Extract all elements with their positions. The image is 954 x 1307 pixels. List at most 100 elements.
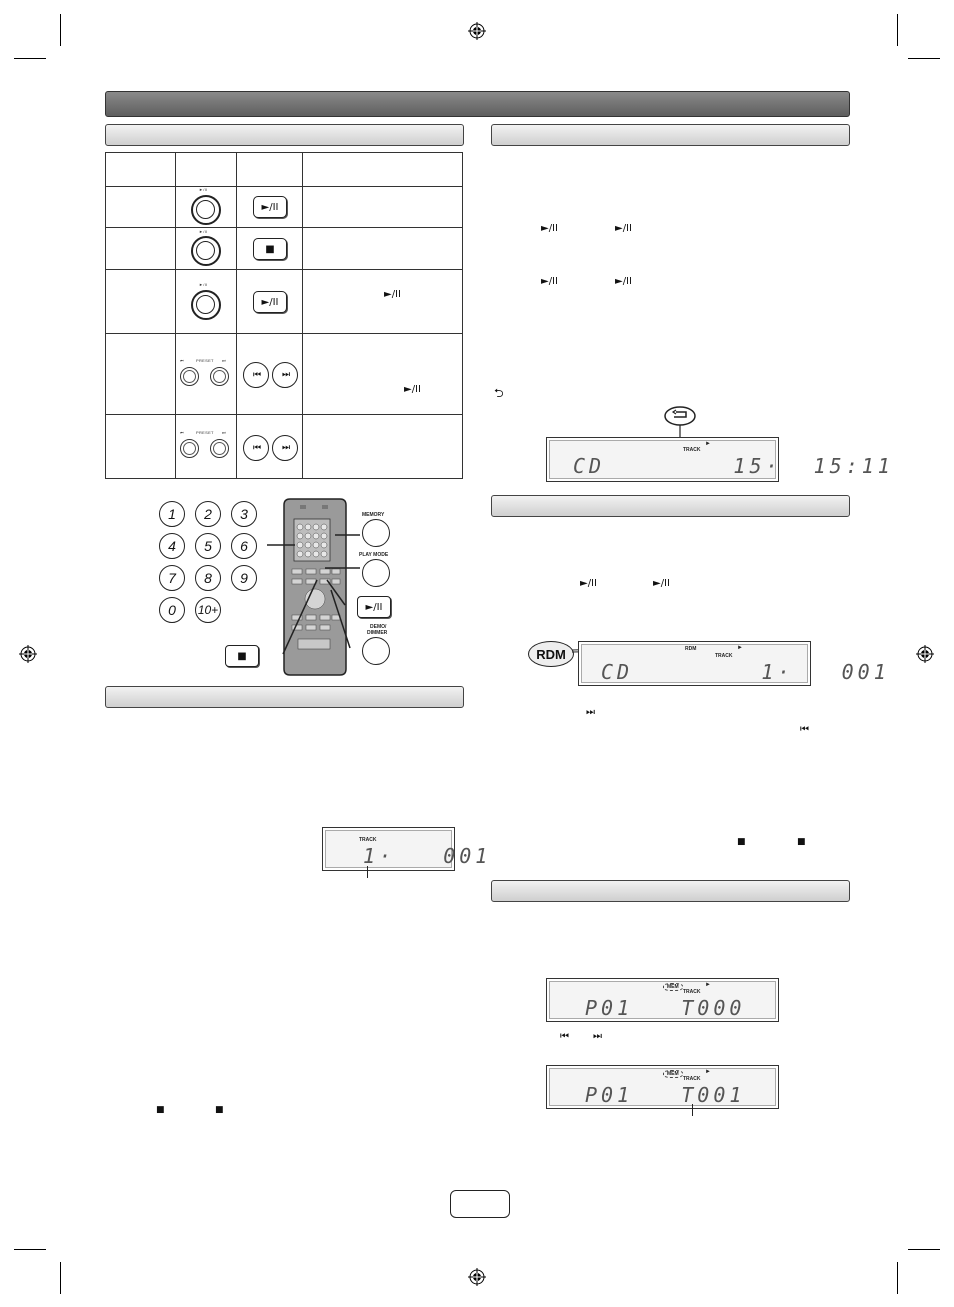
crop-mark bbox=[14, 1249, 46, 1250]
registration-mark-icon bbox=[468, 1268, 486, 1286]
registration-mark-icon bbox=[916, 645, 934, 663]
crop-mark bbox=[908, 58, 940, 59]
mem-indicator: MEM bbox=[663, 1070, 683, 1078]
lcd-text: P01 T000 bbox=[585, 996, 746, 1020]
callout-lines bbox=[267, 534, 360, 655]
stop-symbol: ■ bbox=[156, 1105, 165, 1115]
unit-play-pause-button[interactable] bbox=[191, 195, 221, 225]
number-key-6[interactable]: 6 bbox=[231, 533, 257, 559]
number-key-2[interactable]: 2 bbox=[195, 501, 221, 527]
page-header-bar bbox=[105, 91, 850, 117]
unit-preset-up-button[interactable] bbox=[210, 439, 229, 458]
unit-play-pause-label: ►/II bbox=[199, 282, 208, 287]
crop-mark bbox=[908, 1249, 940, 1250]
unit-preset-up-button[interactable] bbox=[210, 367, 229, 386]
play-pause-symbol: ►/II bbox=[384, 289, 401, 300]
next-symbol: ⏭ bbox=[593, 1031, 602, 1042]
lcd-text: P01 T001 bbox=[585, 1083, 746, 1107]
section-header-bar bbox=[105, 686, 464, 708]
unit-play-pause-button[interactable] bbox=[191, 236, 221, 266]
remote-play-pause-button[interactable]: ►/II bbox=[253, 196, 287, 218]
section-header-bar bbox=[491, 495, 850, 517]
section-header-bar bbox=[105, 124, 464, 146]
play-pause-symbol: ►/II bbox=[615, 223, 632, 234]
track-lcd-display: TRACK 1· 001 bbox=[322, 827, 487, 871]
repeat-callout-icon bbox=[664, 406, 696, 441]
number-key-8[interactable]: 8 bbox=[195, 565, 221, 591]
track-indicator: TRACK bbox=[715, 653, 733, 659]
unit-play-pause-label: ►/II bbox=[199, 229, 208, 234]
remote-play-pause-button[interactable]: ►/II bbox=[253, 291, 287, 313]
remote-prev-button[interactable]: ⏮ bbox=[243, 435, 269, 461]
number-key-10-plus[interactable]: 10+ bbox=[195, 597, 221, 623]
number-key-1[interactable]: 1 bbox=[159, 501, 185, 527]
memory-button[interactable] bbox=[362, 519, 390, 547]
mem-indicator: MEM bbox=[663, 983, 683, 991]
memory-lcd-display-2: MEM TRACK ► P01 T001 bbox=[546, 1065, 779, 1109]
remote-stop-button[interactable]: ■ bbox=[253, 238, 287, 260]
crop-mark bbox=[14, 58, 46, 59]
number-key-0[interactable]: 0 bbox=[159, 597, 185, 623]
registration-mark-icon bbox=[19, 645, 37, 663]
demo-dimmer-label-2: DIMMER bbox=[367, 630, 388, 636]
rdm-indicator: RDM bbox=[685, 646, 697, 652]
demo-dimmer-label-1: DEMO/ bbox=[370, 624, 387, 630]
unit-preset-down-button[interactable] bbox=[180, 439, 199, 458]
pointer-line bbox=[367, 866, 368, 878]
remote-next-button[interactable]: ⏭ bbox=[272, 362, 298, 388]
crop-mark bbox=[897, 1262, 898, 1294]
remote-control-illustration bbox=[283, 498, 347, 676]
stop-symbol: ■ bbox=[215, 1105, 224, 1115]
track-indicator: TRACK bbox=[683, 989, 701, 995]
play-pause-symbol: ►/II bbox=[653, 578, 670, 589]
play-mode-button[interactable] bbox=[362, 559, 390, 587]
preset-next-symbol: ⏭ bbox=[222, 430, 226, 435]
unit-preset-down-button[interactable] bbox=[180, 367, 199, 386]
play-pause-symbol: ►/II bbox=[580, 578, 597, 589]
play-indicator-icon: ► bbox=[737, 645, 743, 651]
rdm-badge: RDM bbox=[528, 641, 574, 667]
play-pause-symbol: ►/II bbox=[404, 384, 421, 395]
section-header-bar bbox=[491, 124, 850, 146]
section-header-bar bbox=[491, 880, 850, 902]
prev-symbol: ⏮ bbox=[560, 1031, 569, 1042]
preset-label: PRESET bbox=[196, 430, 214, 435]
unit-play-pause-button[interactable] bbox=[191, 290, 221, 320]
lcd-text: CD 1· 001 bbox=[601, 660, 890, 684]
play-mode-label: PLAY MODE bbox=[359, 552, 389, 558]
play-pause-symbol: ►/II bbox=[541, 276, 558, 287]
track-indicator: TRACK bbox=[683, 447, 701, 453]
track-indicator: TRACK bbox=[683, 1076, 701, 1082]
demo-dimmer-button[interactable] bbox=[362, 637, 390, 665]
play-indicator-icon: ► bbox=[705, 982, 711, 988]
operations-table bbox=[105, 152, 463, 479]
prev-symbol: ⏮ bbox=[800, 724, 809, 735]
stop-symbol: ■ bbox=[737, 837, 746, 847]
preset-label: PRESET bbox=[196, 358, 214, 363]
pointer-line bbox=[692, 1104, 693, 1116]
number-key-4[interactable]: 4 bbox=[159, 533, 185, 559]
track-indicator: TRACK bbox=[359, 837, 377, 843]
repeat-icon: ⮌ bbox=[494, 386, 504, 400]
remote-play-pause-callout-button[interactable]: ►/II bbox=[357, 596, 391, 618]
next-symbol: ⏭ bbox=[586, 707, 595, 718]
number-key-7[interactable]: 7 bbox=[159, 565, 185, 591]
crop-mark bbox=[897, 14, 898, 46]
lcd-text: CD 15· 15:11 bbox=[573, 454, 894, 478]
number-key-3[interactable]: 3 bbox=[231, 501, 257, 527]
play-pause-symbol: ►/II bbox=[541, 223, 558, 234]
unit-play-pause-label: ►/II bbox=[199, 187, 208, 192]
number-key-5[interactable]: 5 bbox=[195, 533, 221, 559]
play-pause-symbol: ►/II bbox=[615, 276, 632, 287]
remote-stop-callout-button[interactable]: ■ bbox=[225, 645, 259, 667]
memory-label: MEMORY bbox=[362, 512, 385, 518]
remote-next-button[interactable]: ⏭ bbox=[272, 435, 298, 461]
repeat-lcd-display: TRACK ► CD 15· 15:11 bbox=[546, 437, 890, 482]
play-indicator-icon: ► bbox=[705, 441, 711, 447]
preset-prev-symbol: ⏮ bbox=[180, 430, 184, 435]
crop-mark bbox=[60, 1262, 61, 1294]
stop-symbol: ■ bbox=[797, 837, 806, 847]
remote-prev-button[interactable]: ⏮ bbox=[243, 362, 269, 388]
memory-lcd-display-1: MEM TRACK ► P01 T000 bbox=[546, 978, 779, 1022]
number-key-9[interactable]: 9 bbox=[231, 565, 257, 591]
